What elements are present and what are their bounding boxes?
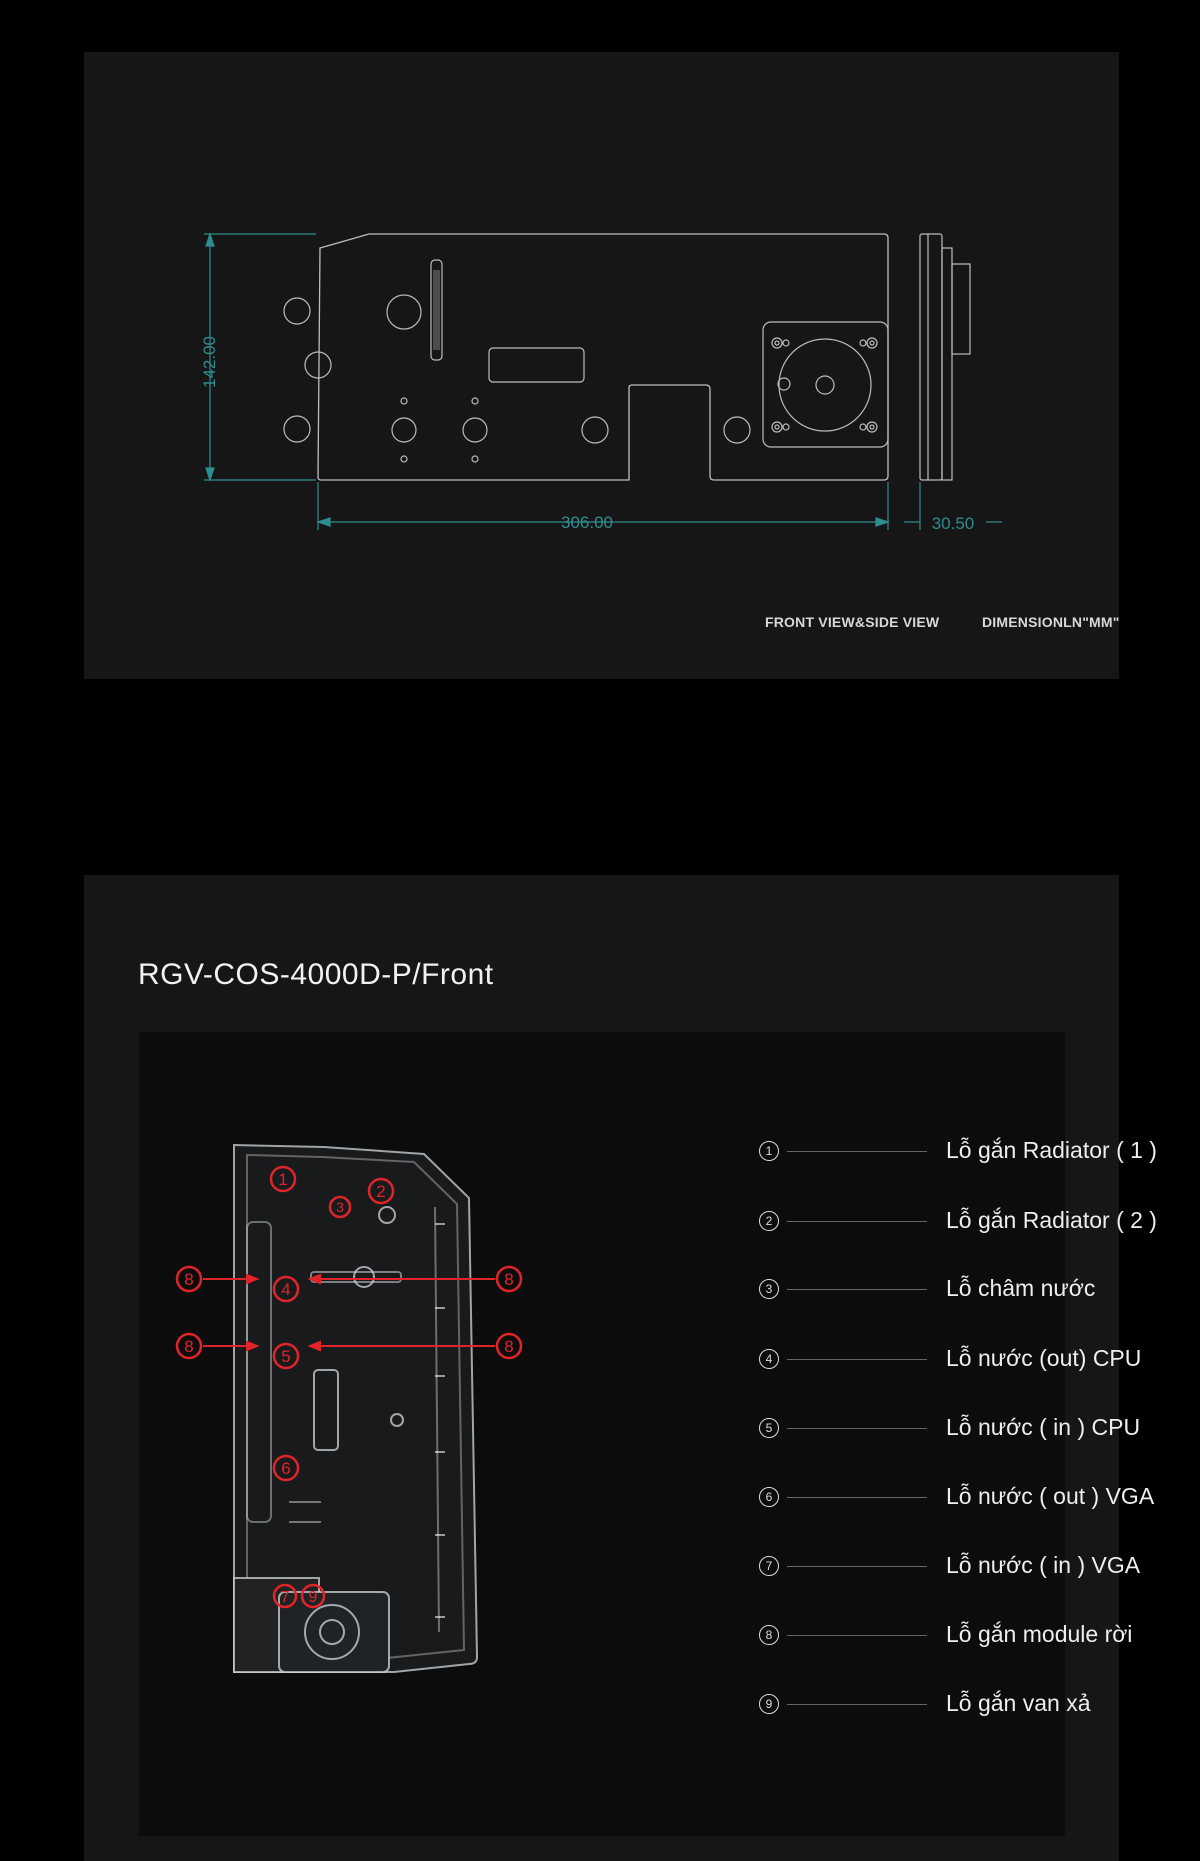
legend-leader-7: [787, 1566, 927, 1567]
marker-3: 3: [328, 1195, 352, 1219]
svg-text:4: 4: [281, 1280, 290, 1299]
legend-label-5: Lỗ nước ( in ) CPU: [946, 1414, 1141, 1440]
legend-num-2: 2: [759, 1211, 779, 1231]
legend-num-8: 8: [759, 1625, 779, 1645]
svg-text:6: 6: [281, 1459, 290, 1478]
svg-text:2: 2: [376, 1182, 385, 1201]
legend-label-2: Lỗ gắn Radiator ( 2 ): [946, 1207, 1157, 1233]
svg-text:8: 8: [184, 1270, 193, 1289]
legend-leader-1: [787, 1151, 927, 1152]
legend-label-8: Lỗ gắn module rời: [946, 1621, 1133, 1647]
svg-text:1: 1: [278, 1170, 287, 1189]
marker-9: 9: [300, 1583, 326, 1609]
legend-label-6: Lỗ nước ( out ) VGA: [946, 1483, 1155, 1509]
legend-num-9: 9: [759, 1694, 779, 1714]
legend-label-4: Lỗ nước (out) CPU: [946, 1345, 1142, 1371]
module-mount-markers: [203, 1273, 495, 1352]
legend-leader-4: [787, 1359, 927, 1360]
front-view-outline: [317, 233, 889, 481]
dim-width-label: 306.00: [561, 513, 613, 532]
legend-num-4: 4: [759, 1349, 779, 1369]
dim-height-label: 142.00: [200, 336, 219, 388]
svg-text:9: 9: [309, 1589, 318, 1606]
mounting-holes: [283, 294, 751, 463]
section-title: RGV-COS-4000D-P/Front: [138, 958, 494, 991]
product-panel: RGV-COS-4000D-P/Front: [84, 875, 1157, 1861]
legend-num-3: 3: [759, 1279, 779, 1299]
technical-drawing: 142.00 306.00 30.50: [200, 232, 1002, 533]
legend-leader-9: [787, 1704, 927, 1705]
side-view: [919, 233, 971, 481]
legend-leader-8: [787, 1635, 927, 1636]
pump-mount: [762, 321, 889, 448]
marker-8-left-top: 8: [175, 1265, 203, 1293]
legend-leader-3: [787, 1289, 927, 1290]
legend-leader-6: [787, 1497, 927, 1498]
legend-num-5: 5: [759, 1418, 779, 1438]
legend-num-1: 1: [759, 1141, 779, 1161]
side-notches: [435, 1223, 445, 1618]
marker-7: 7: [272, 1583, 298, 1609]
svg-text:3: 3: [336, 1199, 344, 1215]
svg-text:5: 5: [281, 1347, 290, 1366]
legend-num-6: 6: [759, 1487, 779, 1507]
legend-label-9: Lỗ gắn van xả: [946, 1690, 1091, 1716]
dim-depth-label: 30.50: [932, 514, 975, 533]
legend-label-7: Lỗ nước ( in ) VGA: [946, 1552, 1141, 1578]
plate-body: [233, 1143, 479, 1673]
legend-leader-2: [787, 1221, 927, 1222]
legend-num-7: 7: [759, 1556, 779, 1576]
marker-4: 4: [272, 1275, 300, 1303]
distribution-plate-image: 1 2 3 4 5 6 7 9 8 8 8: [175, 1143, 523, 1673]
marker-8-right-top: 8: [495, 1265, 523, 1293]
svg-text:8: 8: [504, 1270, 513, 1289]
marker-6: 6: [272, 1454, 300, 1482]
diagram-box: 1 2 3 4 5 6 7 9 8 8 8: [139, 1032, 1157, 1836]
svg-text:7: 7: [281, 1589, 290, 1606]
drawing-panel: 142.00 306.00 30.50 FRONT VIEW&SIDE VIEW…: [84, 52, 1119, 679]
legend-label-1: Lỗ gắn Radiator ( 1 ): [946, 1137, 1157, 1163]
marker-8-right-bottom: 8: [495, 1332, 523, 1360]
caption-dimension: DIMENSIONLN"MM": [982, 614, 1120, 630]
marker-1: 1: [269, 1165, 297, 1193]
marker-5: 5: [272, 1342, 300, 1370]
marker-2: 2: [367, 1177, 395, 1205]
caption-view: FRONT VIEW&SIDE VIEW: [765, 614, 940, 630]
plate-markers: 1 2 3 4 5 6 7 9: [269, 1165, 395, 1609]
legend-leader-5: [787, 1428, 927, 1429]
dimension-lines: [204, 232, 1002, 530]
marker-8-left-bottom: 8: [175, 1332, 203, 1360]
svg-text:8: 8: [504, 1337, 513, 1356]
legend-label-3: Lỗ châm nước: [946, 1275, 1096, 1301]
svg-text:8: 8: [184, 1337, 193, 1356]
